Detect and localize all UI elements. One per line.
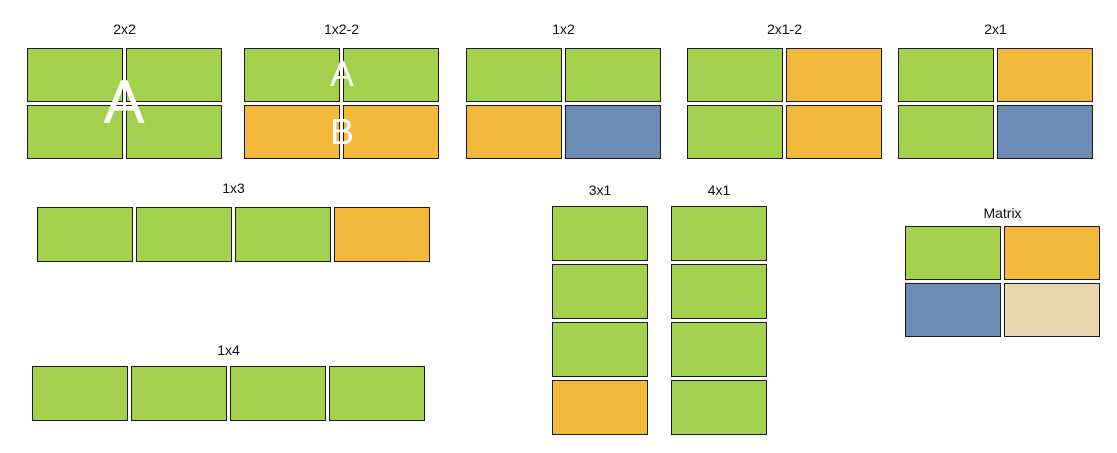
screen-tile — [997, 105, 1093, 159]
screen-grid — [905, 226, 1100, 337]
screen-grid — [244, 48, 439, 159]
screen-tile — [898, 105, 994, 159]
screen-tile — [1004, 226, 1100, 280]
screen-tile — [131, 366, 227, 421]
layout-title: 2x1-2 — [766, 21, 803, 37]
layout-title: 4x1 — [707, 182, 731, 198]
screen-tile — [334, 207, 430, 262]
screen-tile — [230, 366, 326, 421]
screen-grid — [27, 48, 222, 159]
screen-tile — [671, 380, 767, 435]
screen-tile — [552, 206, 648, 261]
layout-title: 1x2-2 — [323, 21, 360, 37]
screen-tile — [552, 322, 648, 377]
screen-tile — [343, 105, 439, 159]
screen-tile — [687, 105, 783, 159]
screen-tile — [136, 207, 232, 262]
layout-1x3[interactable]: 1x3 — [37, 180, 430, 263]
screen-tile — [898, 48, 994, 102]
screen-grid — [32, 366, 425, 421]
layout-title: 3x1 — [588, 182, 612, 198]
screen-tile — [244, 105, 340, 159]
layout-title: Matrix — [983, 205, 1022, 221]
layout-2x2[interactable]: 2x2 A — [27, 21, 222, 159]
screen-tile — [466, 48, 562, 102]
screen-tile — [565, 105, 661, 159]
screen-grid — [466, 48, 661, 159]
screen-tile — [343, 48, 439, 102]
layout-title: 2x1 — [984, 21, 1007, 37]
screen-tile — [671, 322, 767, 377]
screen-tile — [786, 48, 882, 102]
screen-tile — [126, 48, 222, 102]
screen-tile — [687, 48, 783, 102]
screen-tile — [235, 207, 331, 262]
layout-1x4[interactable]: 1x4 — [32, 342, 425, 421]
screen-grid — [898, 48, 1093, 159]
screen-tile — [37, 207, 133, 262]
screen-tile — [671, 264, 767, 319]
screen-tile — [329, 366, 425, 421]
screen-tile — [466, 105, 562, 159]
screen-tile — [552, 264, 648, 319]
screen-tile — [786, 105, 882, 159]
screen-tile — [27, 48, 123, 102]
layout-title: 1x3 — [222, 180, 245, 196]
layout-2x1-2[interactable]: 2x1-2 — [687, 21, 882, 159]
screen-tile — [997, 48, 1093, 102]
screen-tile — [671, 206, 767, 261]
layout-4x1[interactable]: 4x1 — [671, 182, 767, 435]
layout-matrix[interactable]: Matrix — [905, 205, 1100, 340]
screen-tile — [905, 226, 1001, 280]
screen-tile — [27, 105, 123, 159]
screen-tile — [565, 48, 661, 102]
layout-1x2-2[interactable]: 1x2-2 A B — [244, 21, 439, 159]
screen-tile — [32, 366, 128, 421]
screen-tile — [244, 48, 340, 102]
screen-tile — [905, 283, 1001, 337]
screen-tile — [1004, 283, 1100, 337]
layout-title: 2x2 — [113, 21, 136, 37]
screen-grid — [671, 206, 767, 435]
screen-grid — [687, 48, 882, 159]
screen-grid — [37, 207, 430, 262]
layout-1x2[interactable]: 1x2 — [466, 21, 661, 159]
layout-title: 1x2 — [552, 21, 575, 37]
layout-3x1[interactable]: 3x1 — [552, 182, 648, 435]
screen-grid — [552, 206, 648, 435]
layout-title: 1x4 — [217, 342, 240, 358]
screen-tile — [552, 380, 648, 435]
layout-2x1[interactable]: 2x1 — [898, 21, 1093, 159]
screen-tile — [126, 105, 222, 159]
